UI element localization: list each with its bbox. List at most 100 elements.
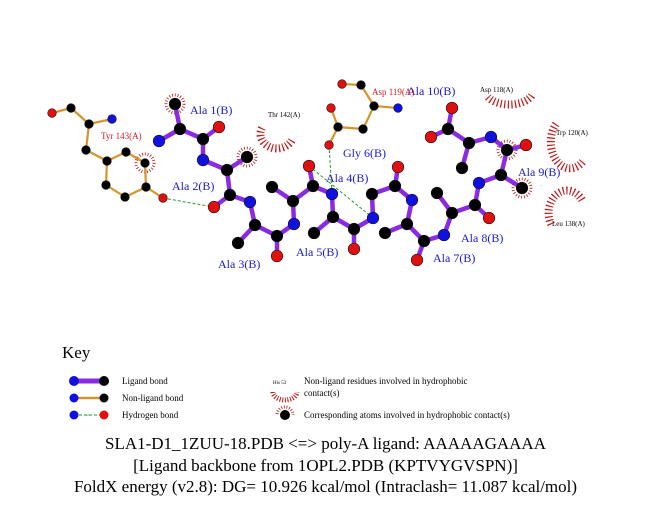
nitrogen-atom bbox=[405, 193, 419, 207]
carbon-atom bbox=[369, 101, 379, 111]
oxygen-atom bbox=[519, 138, 533, 152]
hydrogen-bond bbox=[308, 165, 374, 219]
carbon-atom bbox=[168, 97, 182, 111]
carbon-atom bbox=[223, 188, 237, 202]
nitrogen-atom-icon bbox=[69, 376, 79, 386]
hydrophobic-contact-atom bbox=[236, 146, 258, 168]
nitrogen-atom bbox=[287, 217, 301, 231]
nitrogen-atom bbox=[325, 187, 339, 201]
oxygen-atom bbox=[347, 242, 361, 256]
key-title: Key bbox=[62, 343, 91, 362]
nitrogen-atom bbox=[243, 195, 257, 209]
label-thr142: Thr 142(A) bbox=[268, 111, 301, 119]
nitrogen-atom bbox=[484, 130, 498, 144]
label-ala7: Ala 7(B) bbox=[433, 251, 475, 265]
carbon-atom bbox=[445, 206, 459, 220]
key-hydrophobic-desc-1: Non-ligand residues involved in hydropho… bbox=[304, 376, 467, 386]
carbon-atom bbox=[141, 182, 151, 192]
carbon-atom bbox=[333, 122, 343, 132]
oxygen-atom bbox=[270, 249, 284, 263]
carbon-atom bbox=[441, 122, 455, 136]
key-example-residue: His 53 bbox=[273, 381, 287, 386]
carbon-atom bbox=[173, 122, 187, 136]
label-ala5: Ala 5(B) bbox=[296, 245, 338, 259]
carbon-atom-icon bbox=[99, 376, 109, 386]
carbon-atom bbox=[430, 186, 444, 200]
carbon-atom bbox=[347, 222, 361, 236]
caption-line-1: SLA1-D1_1ZUU-18.PDB <=> poly-A ligand: A… bbox=[104, 434, 546, 453]
label-asp118: Asp 118(A) bbox=[480, 86, 514, 94]
label-leu138: Leu 138(A) bbox=[552, 220, 586, 228]
hydrophobic-arc-icon bbox=[270, 391, 300, 403]
hydrophobic-contact-arc-leu138 bbox=[544, 186, 586, 229]
carbon-atom bbox=[378, 226, 392, 240]
oxygen-atom bbox=[326, 103, 336, 113]
key-hydrogen-bond: Hydrogen bond bbox=[122, 410, 179, 420]
hydrogen-bond bbox=[328, 144, 333, 195]
carbon-atom bbox=[356, 80, 366, 90]
carbon-atom bbox=[270, 229, 284, 243]
key-ligand-bond: Ligand bond bbox=[122, 376, 168, 386]
carbon-atom bbox=[365, 187, 379, 201]
carbon-atom bbox=[240, 150, 254, 164]
carbon-atom bbox=[500, 143, 514, 157]
label-ala1: Ala 1(B) bbox=[190, 103, 232, 117]
carbon-atom bbox=[306, 179, 320, 193]
nitrogen-atom bbox=[107, 114, 117, 124]
hydrophobic-contact-arc-asp118 bbox=[485, 92, 536, 109]
nitrogen-atom bbox=[472, 176, 486, 190]
caption-line-3: FoldX energy (v2.8): DG= 10.926 kcal/mol… bbox=[73, 477, 578, 496]
carbon-atom bbox=[455, 161, 469, 175]
carbon-atom bbox=[120, 192, 130, 202]
hydrogen-bond bbox=[162, 197, 215, 208]
carbon-atom bbox=[400, 217, 414, 231]
nitrogen-atom bbox=[196, 153, 210, 167]
nitrogen-atom bbox=[366, 211, 380, 225]
key-hbond-length: 3.0 bbox=[86, 413, 90, 417]
oxygen-atom bbox=[158, 193, 168, 203]
key-nonligand-bond: Non-ligand bond bbox=[122, 393, 184, 403]
oxygen-atom bbox=[212, 120, 226, 134]
key-hydrophobic-atom-desc: Corresponding atoms involved in hydropho… bbox=[304, 410, 510, 420]
carbon-atom bbox=[220, 163, 234, 177]
label-ala4: Ala 4(B) bbox=[326, 171, 368, 185]
carbon-atom bbox=[248, 218, 262, 232]
oxygen-atom bbox=[337, 79, 347, 89]
oxygen-atom bbox=[410, 253, 424, 267]
carbon-atom bbox=[388, 179, 402, 193]
hydrophobic-contact-atom bbox=[511, 177, 533, 199]
label-asp119: Asp 119(A) bbox=[372, 87, 414, 97]
label-ala9: Ala 9(B) bbox=[518, 165, 560, 179]
oxygen-atom bbox=[207, 200, 221, 214]
label-ala2: Ala 2(B) bbox=[172, 179, 214, 193]
carbon-atom bbox=[286, 194, 300, 208]
oxygen-atom bbox=[47, 108, 57, 118]
carbon-atom bbox=[101, 180, 111, 190]
carbon-atom bbox=[326, 210, 340, 224]
label-trp120: Trp 120(A) bbox=[556, 129, 588, 137]
hydrophobic-atom-icon bbox=[280, 410, 290, 420]
key-legend: Key Ligand bond Non-ligand bond 3.0 Hydr… bbox=[62, 343, 510, 423]
carbon-atom bbox=[494, 168, 508, 182]
carbon-atom bbox=[462, 136, 476, 150]
nitrogen-atom bbox=[393, 103, 403, 113]
carbon-atom bbox=[102, 156, 112, 166]
label-ala3: Ala 3(B) bbox=[218, 257, 260, 271]
oxygen-atom bbox=[482, 211, 496, 225]
carbon-atom bbox=[417, 234, 431, 248]
oxygen-atom bbox=[424, 130, 438, 144]
hydrophobic-contact-arc-thr142 bbox=[256, 126, 296, 153]
carbon-atom bbox=[231, 236, 245, 250]
carbon-atom bbox=[515, 181, 529, 195]
carbon-atom bbox=[196, 132, 210, 146]
carbon-atom bbox=[265, 180, 279, 194]
oxygen-atom bbox=[324, 140, 334, 150]
carbon-atom bbox=[84, 119, 94, 129]
oxygen-atom bbox=[391, 160, 405, 174]
nitrogen-atom bbox=[437, 228, 451, 242]
carbon-atom bbox=[121, 147, 131, 157]
oxygen-atom bbox=[445, 101, 459, 115]
carbon-atom bbox=[140, 158, 150, 168]
carbon-atom bbox=[468, 198, 482, 212]
